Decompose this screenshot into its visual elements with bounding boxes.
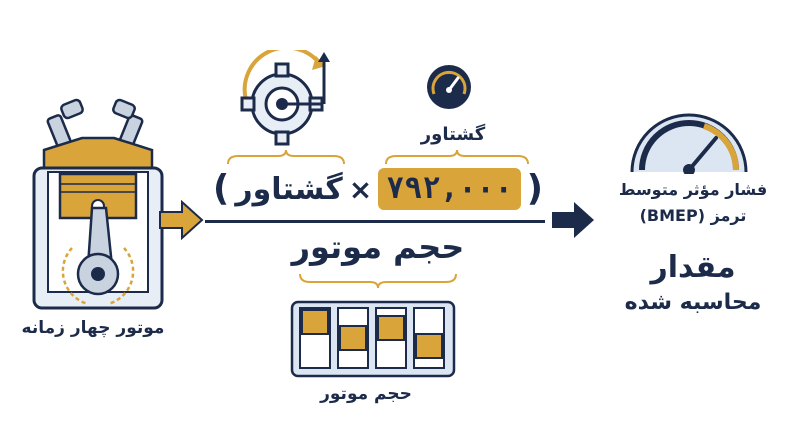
denominator-volume: حجم موتور: [291, 228, 465, 266]
result-title: مقدار: [650, 250, 736, 285]
arrow-right-icon: [550, 200, 596, 240]
open-paren: (: [212, 168, 230, 209]
fraction-bar: [205, 220, 545, 223]
volume-caption: حجم موتور: [320, 384, 412, 404]
brace-icon: [226, 150, 346, 166]
bmep-label-line2: ترمز (BMEP): [639, 206, 747, 225]
formula-numerator: ( گشتاور × ۷۹۲,۰۰۰ ): [208, 166, 548, 212]
bmep-gauge-icon: [624, 112, 754, 174]
four-stroke-engine-icon: [22, 98, 174, 313]
brace-icon: [298, 272, 458, 290]
close-paren: ): [526, 168, 544, 209]
constant-value: ۷۹۲,۰۰۰: [378, 168, 521, 210]
arrow-right-icon: [158, 200, 204, 240]
numerator-torque: گشتاور: [235, 171, 343, 207]
torque-label: گشتاور: [420, 124, 486, 145]
result-subtitle: محاسبه شده: [624, 290, 762, 315]
brace-icon: [384, 150, 530, 166]
engine-caption: موتور چهار زمانه: [21, 318, 165, 338]
cylinders-icon: [288, 296, 458, 380]
gauge-icon: [424, 62, 474, 112]
bmep-label-line1: فشار مؤثر متوسط: [618, 180, 768, 199]
gear-rotation-icon: [232, 50, 352, 146]
times-symbol: ×: [348, 172, 373, 206]
